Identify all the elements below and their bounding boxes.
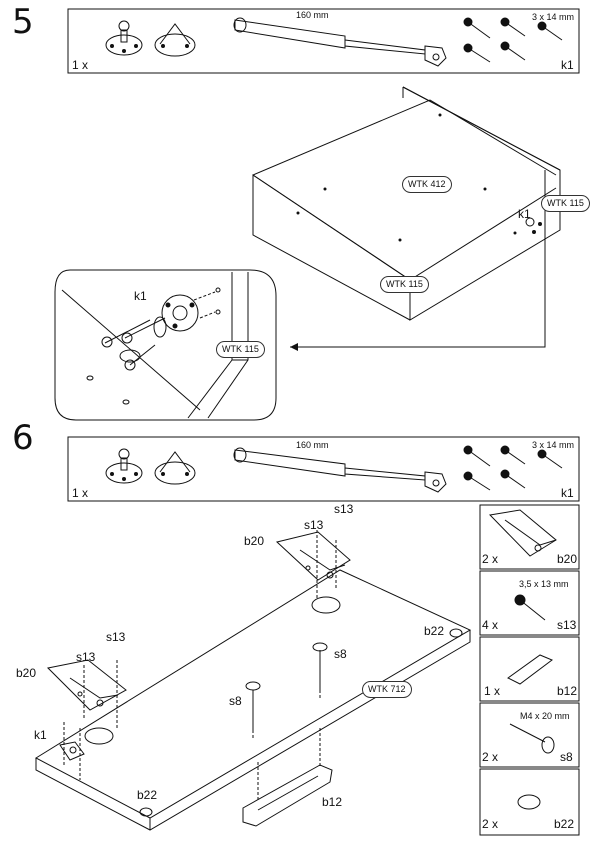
step6-ball-mount-icon (105, 448, 143, 484)
step5-zoom-panel-tag: WTK 115 (216, 341, 265, 358)
step6-parts-box (67, 436, 580, 502)
step5-number: 5 (12, 2, 34, 42)
label-s13-top-a: s13 (334, 502, 354, 516)
step5-panel-top-tag: WTK 412 (402, 176, 452, 193)
step5-kit-label: k1 (561, 58, 574, 72)
sidebar-s13-code: s13 (557, 618, 577, 632)
step6-door-panel (34, 569, 472, 831)
step6-screw-size: 3 x 14 mm (532, 440, 575, 450)
label-s13-left-b: s13 (76, 650, 96, 664)
sidebar-b12-qty: 1 x (484, 684, 501, 698)
step5-hardware-small-icon (525, 217, 542, 234)
step6-kit-label: k1 (561, 486, 574, 500)
sidebar-b22-code: b22 (554, 817, 575, 831)
step5-spring-length: 160 mm (296, 10, 329, 20)
label-b22-right: b22 (424, 624, 445, 638)
step6-number: 6 (12, 418, 34, 458)
sidebar-s13-qty: 4 x (482, 618, 499, 632)
step5-drawing-k1: k1 (518, 207, 531, 221)
step5-panel-side-tag: WTK 115 (541, 195, 590, 212)
sidebar-screw-icon (514, 594, 546, 621)
hinge-cup-hole-left (84, 727, 114, 745)
hinge-top-icon (275, 530, 351, 600)
step6-screws-icon (463, 445, 563, 491)
bolts-s8-icon (245, 642, 328, 740)
label-s13-top-b: s13 (304, 518, 324, 532)
step5-parts-box (67, 8, 580, 74)
label-s13-left-a: s13 (106, 630, 126, 644)
sidebar-b20-qty: 2 x (482, 552, 499, 566)
step5-callout-leader (290, 232, 546, 348)
sidebar-s8-code: s8 (560, 750, 573, 764)
step5-zoom-callout (54, 269, 277, 421)
step5-ball-mount-icon (105, 20, 143, 56)
sidebar-hinge-icon (488, 509, 557, 557)
label-b22-left: b22 (137, 788, 158, 802)
handle-b12-icon (242, 728, 333, 827)
step6-gas-spring-icon (233, 447, 447, 493)
sidebar-b22-qty: 2 x (482, 817, 499, 831)
sidebar-s8-qty: 2 x (482, 750, 499, 764)
sidebar-handle-icon (507, 654, 553, 685)
mount-bracket-icon (59, 722, 85, 780)
step5-zoom-k1: k1 (134, 289, 147, 303)
sidebar-box-b22 (479, 768, 580, 836)
sidebar-box-b12 (479, 636, 580, 702)
hinge-left-icon (46, 659, 127, 730)
sidebar-bolt-icon (509, 723, 555, 754)
step6-qty-label: 1 x (72, 486, 89, 500)
step5-qty-label: 1 x (72, 58, 89, 72)
hinge-cup-hole-top (311, 596, 341, 614)
step5-socket-bracket-icon (154, 23, 196, 57)
label-b20-left: b20 (16, 666, 37, 680)
sidebar-s8-spec: M4 x 20 mm (520, 711, 570, 721)
step5-gas-spring-icon (233, 17, 447, 67)
step5-zoom-bracket-icon (153, 294, 199, 338)
step6-socket-bracket-icon (154, 451, 196, 485)
sidebar-b12-code: b12 (557, 684, 578, 698)
label-k1: k1 (34, 728, 47, 742)
label-b12: b12 (322, 795, 343, 809)
step5-screw-size: 3 x 14 mm (532, 12, 575, 22)
step5-panel-front-tag: WTK 115 (380, 276, 429, 293)
sidebar-bumper-icon (517, 794, 541, 810)
label-s8-right: s8 (334, 647, 347, 661)
step6-panel-tag: WTK 712 (362, 681, 412, 698)
label-s8-left: s8 (229, 694, 242, 708)
step5-screws-icon (463, 17, 563, 63)
label-b20-top: b20 (244, 534, 265, 548)
sidebar-s13-spec: 3,5 x 13 mm (519, 579, 569, 589)
sidebar-box-s13 (479, 570, 580, 636)
sidebar-box-s8 (479, 702, 580, 768)
sidebar-box-b20 (479, 504, 580, 570)
step5-zoom-screws-icon (101, 287, 221, 371)
step6-spring-length: 160 mm (296, 440, 329, 450)
sidebar-b20-code: b20 (557, 552, 578, 566)
